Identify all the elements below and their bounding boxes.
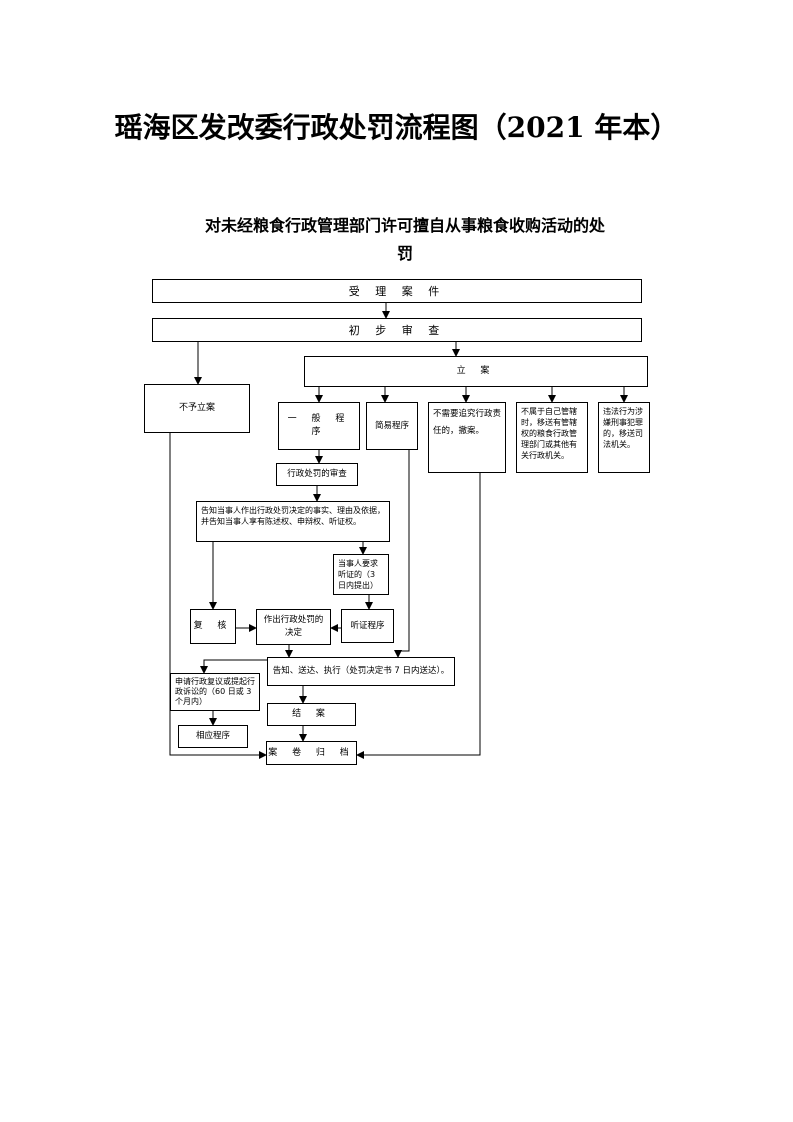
node-recheck: 复 核: [190, 609, 236, 644]
node-hearing-procedure: 听证程序: [341, 609, 394, 643]
flowchart-subtitle-line1: 对未经粮食行政管理部门许可擅自从事粮食收购活动的处: [204, 216, 605, 235]
node-appeal: 申请行政复议或提起行政诉讼的（60 日或 3 个月内）: [170, 673, 260, 711]
node-deliver-execute: 告知、送达、执行（处罚决定书 7 日内送达）。: [267, 657, 455, 686]
node-not-register: 不予立案: [144, 384, 250, 433]
node-corresponding-procedure: 相应程序: [178, 725, 248, 748]
node-inform-party: 告知当事人作出行政处罚决定的事实、理由及依据，并告知当事人享有陈述权、申辩权、听…: [196, 501, 390, 542]
node-transfer-judicial: 违法行为涉嫌刑事犯罪的，移送司法机关。: [598, 402, 650, 473]
node-archive: 案 卷 归 档: [266, 741, 357, 765]
node-simple-procedure: 简易程序: [366, 402, 418, 450]
node-request-hearing: 当事人要求听证的（3 日内提出）: [333, 554, 389, 595]
flowchart-subtitle-line2: 罚: [396, 244, 413, 263]
node-penalty-decision: 作出行政处罚的决定: [256, 609, 331, 645]
node-transfer-admin: 不属于自己管辖时，移送有管辖权的粮食行政管理部门或其他有关行政机关。: [516, 402, 588, 473]
node-penalty-review: 行政处罚的审查: [276, 463, 358, 486]
node-close-case: 结 案: [267, 703, 356, 726]
node-preliminary-review: 初 步 审 查: [152, 318, 642, 342]
node-general-procedure: 一 般 程 序: [278, 402, 360, 450]
node-no-admin-liability: 不需要追究行政责任的，撤案。: [428, 402, 506, 473]
node-accept-case: 受 理 案 件: [152, 279, 642, 303]
page-title: 瑶海区发改委行政处罚流程图（2021 年本）: [114, 111, 679, 144]
node-register-case: 立 案: [304, 356, 648, 387]
